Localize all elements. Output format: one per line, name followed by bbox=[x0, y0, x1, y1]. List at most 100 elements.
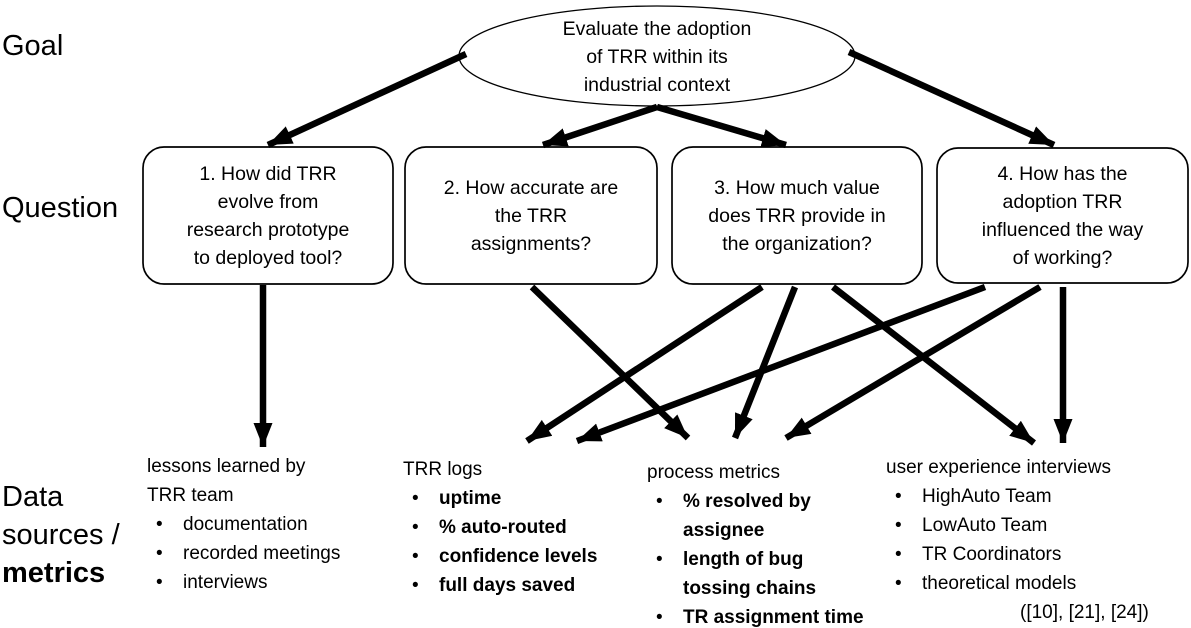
datasource-title: lessons learned by TRR team bbox=[147, 452, 401, 510]
datasource-list: • uptime • % auto-routed • confidence le… bbox=[403, 484, 648, 600]
arrow-question-4-to-trr-logs bbox=[575, 283, 987, 445]
question-3-text: 3. How much value does TRR provide in th… bbox=[672, 147, 922, 284]
bullet-icon: • bbox=[412, 546, 419, 567]
list-item-line: % resolved by bbox=[683, 491, 811, 512]
list-item-text: length of bug tossing chains bbox=[683, 545, 816, 603]
list-item-text: TR Coordinators bbox=[922, 544, 1062, 565]
question-2-text: 2. How accurate are the TRR assignments? bbox=[405, 147, 657, 284]
row-label-data-line3: metrics bbox=[2, 557, 106, 589]
goal-text-line: industrial context bbox=[583, 74, 731, 96]
row-label-question: Question bbox=[2, 192, 119, 224]
question-line: to deployed tool? bbox=[193, 246, 343, 269]
question-4-box bbox=[936, 147, 1189, 284]
question-line: influenced the way bbox=[981, 218, 1144, 241]
bullet-icon: • bbox=[412, 517, 419, 538]
question-line: research prototype bbox=[186, 218, 350, 241]
question-line: 1. How did TRR bbox=[199, 162, 337, 185]
list-item-text: % auto-routed bbox=[439, 517, 567, 538]
row-label-data-line1: Data bbox=[2, 481, 64, 513]
bullet-icon: • bbox=[895, 544, 902, 565]
arrow-edges bbox=[253, 49, 1073, 447]
list-item: • LowAuto Team bbox=[886, 511, 1188, 540]
bullet-icon: • bbox=[156, 514, 163, 535]
list-item-line: length of bug bbox=[683, 549, 804, 570]
row-label-data-sources: Data sources / metrics bbox=[2, 478, 120, 592]
list-item-text: interviews bbox=[183, 572, 268, 593]
bullet-icon: • bbox=[656, 491, 663, 512]
arrow-goal-to-question-2 bbox=[541, 103, 659, 149]
arrow-question-2-to-process-metrics bbox=[529, 284, 691, 441]
list-item: • TR Coordinators bbox=[886, 540, 1188, 569]
datasource-list: • HighAuto Team • LowAuto Team • TR Coor… bbox=[886, 482, 1188, 598]
list-item: • HighAuto Team bbox=[886, 482, 1188, 511]
datasource-list: • documentation • recorded meetings • in… bbox=[147, 510, 401, 597]
bullet-icon: • bbox=[895, 573, 902, 594]
datasource-trr-logs: TRR logs • uptime • % auto-routed • conf… bbox=[403, 455, 648, 600]
datasource-process-metrics: process metrics • % resolved by assignee… bbox=[647, 458, 909, 628]
question-line: adoption TRR bbox=[1002, 190, 1123, 213]
goal-text-line: of TRR within its bbox=[586, 46, 728, 68]
question-3-box bbox=[671, 146, 923, 285]
datasource-title-line: user experience interviews bbox=[886, 457, 1111, 478]
list-item-text: % resolved by assignee bbox=[683, 487, 811, 545]
references-note: ([10], [21], [24]) bbox=[1020, 602, 1149, 623]
list-item-line: tossing chains bbox=[683, 578, 817, 599]
list-item-text: recorded meetings bbox=[183, 543, 341, 564]
arrow-question-3-to-trr-logs bbox=[525, 284, 764, 444]
goal-node-text: Evaluate the adoption of TRR within its … bbox=[459, 15, 855, 99]
bullet-icon: • bbox=[656, 549, 663, 570]
bullet-icon: • bbox=[412, 488, 419, 509]
row-label-goal: Goal bbox=[2, 30, 64, 62]
question-line: 2. How accurate are bbox=[443, 176, 619, 199]
list-item-text: TR assignment time bbox=[683, 607, 864, 628]
bullet-icon: • bbox=[895, 515, 902, 536]
list-item-text: theoretical models bbox=[922, 573, 1077, 594]
question-4-text: 4. How has the adoption TRR influenced t… bbox=[937, 148, 1188, 283]
datasource-title-line: lessons learned by bbox=[147, 456, 306, 477]
list-item-text: full days saved bbox=[439, 575, 576, 596]
bullet-icon: • bbox=[895, 486, 902, 507]
bullet-icon: • bbox=[412, 575, 419, 596]
question-line: the organization? bbox=[722, 232, 872, 255]
question-2-box bbox=[404, 146, 658, 285]
list-item-text: uptime bbox=[439, 488, 502, 509]
datasource-title-line: TRR logs bbox=[403, 459, 483, 480]
question-line: 4. How has the bbox=[997, 162, 1128, 185]
question-1-box bbox=[142, 146, 394, 285]
list-item: • interviews bbox=[147, 568, 401, 597]
datasource-lessons-learned: lessons learned by TRR team • documentat… bbox=[147, 452, 401, 597]
list-item-text: confidence levels bbox=[439, 546, 598, 567]
list-item: • full days saved bbox=[403, 571, 648, 600]
list-item-text: LowAuto Team bbox=[922, 515, 1048, 536]
datasource-ux-interviews: user experience interviews • HighAuto Te… bbox=[886, 453, 1188, 627]
question-1-text: 1. How did TRR evolve from research prot… bbox=[143, 147, 393, 284]
list-item: • length of bug tossing chains bbox=[647, 545, 909, 603]
datasource-title: user experience interviews bbox=[886, 453, 1188, 482]
row-label-data-line2: sources / bbox=[2, 519, 120, 551]
list-item: • % resolved by assignee bbox=[647, 487, 909, 545]
list-item: • recorded meetings bbox=[147, 539, 401, 568]
question-line: evolve from bbox=[217, 190, 319, 213]
goal-text-line: Evaluate the adoption bbox=[562, 18, 752, 40]
arrow-goal-to-question-4 bbox=[847, 49, 1056, 148]
list-item: • confidence levels bbox=[403, 542, 648, 571]
list-item-text: documentation bbox=[183, 514, 308, 535]
bullet-icon: • bbox=[156, 543, 163, 564]
datasource-list: • % resolved by assignee • length of bug… bbox=[647, 487, 909, 628]
question-line: assignments? bbox=[470, 232, 592, 255]
bullet-icon: • bbox=[656, 607, 663, 628]
question-line: of working? bbox=[1012, 246, 1113, 269]
list-item: • TR assignment time bbox=[647, 603, 909, 628]
bullet-icon: • bbox=[156, 572, 163, 593]
arrow-goal-to-question-3 bbox=[656, 103, 787, 149]
question-line: 3. How much value bbox=[714, 176, 880, 199]
arrow-question-4-to-process-metrics bbox=[784, 284, 1042, 441]
question-line: the TRR bbox=[494, 204, 568, 227]
datasource-title-line: TRR team bbox=[147, 485, 234, 506]
list-item: • % auto-routed bbox=[403, 513, 648, 542]
datasource-title: TRR logs bbox=[403, 455, 648, 484]
question-line: does TRR provide in bbox=[708, 204, 886, 227]
datasource-title: process metrics bbox=[647, 458, 909, 487]
datasource-title-line: process metrics bbox=[647, 462, 781, 483]
